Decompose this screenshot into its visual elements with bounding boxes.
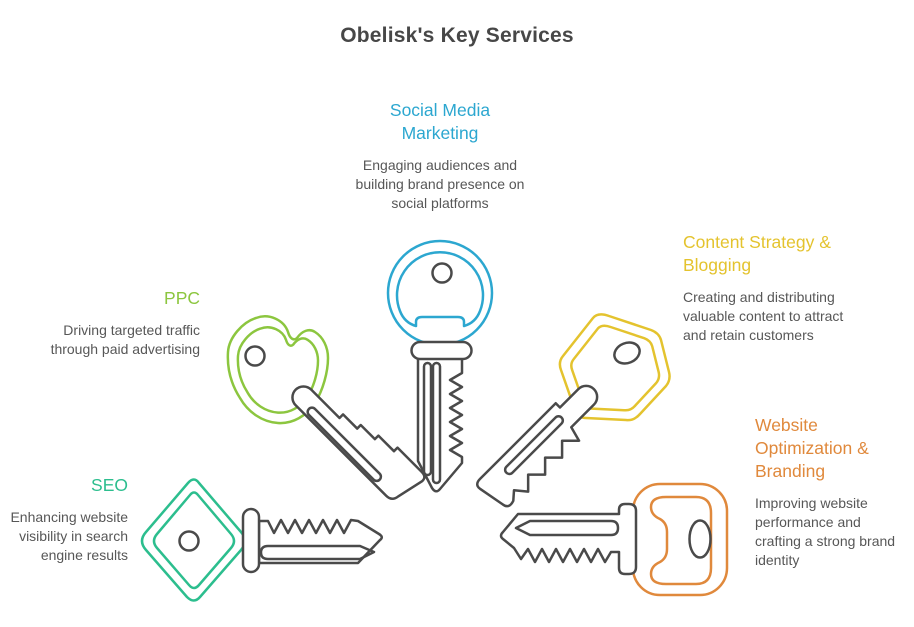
service-description: Creating and distributing valuable conte… [683,289,844,343]
service-description: Driving targeted traffic through paid ad… [50,322,200,357]
service-seo: SEO Enhancing website visibility in sear… [2,474,128,565]
key-hole [613,341,641,365]
key-icon-ppc [226,315,426,500]
key-head-inner [395,251,485,328]
service-ppc: PPC Driving targeted traffic through pai… [24,287,200,359]
service-description: Improving website performance and crafti… [755,495,896,568]
key-head [386,239,494,347]
key-shaft-slot [306,406,383,483]
key-shaft-slot [514,519,620,537]
service-description: Engaging audiences and building brand pr… [355,157,525,211]
key-shaft [499,502,638,576]
key-shaft [291,385,426,500]
key-shaft [475,384,599,508]
key-icon-content-strategy-blogging [475,313,671,508]
key-head [631,482,729,597]
service-label: Social Media Marketing [389,100,491,143]
service-website-optimization-branding: Website Optimization & Branding Improvin… [755,414,907,570]
key-shaft-groove [431,361,442,485]
key-icon-seo [140,478,383,602]
key-hole [688,519,712,559]
key-hole [178,530,200,552]
key-head-inner [649,495,713,586]
key-shaft-slot [259,544,376,561]
key-shaft [257,518,383,565]
key-hole [431,262,453,284]
service-social-media-marketing: Social Media Marketing Engaging audience… [352,99,528,213]
service-content-strategy-blogging: Content Strategy & Blogging Creating and… [683,231,859,345]
key-collar [241,507,261,574]
key-shaft-groove [422,361,433,477]
service-description: Enhancing website visibility in search e… [10,509,128,563]
service-label: Content Strategy & Blogging [683,232,831,275]
key-head-inner [152,491,236,590]
service-label: PPC [164,288,200,308]
key-head [226,315,330,425]
key-hole [244,345,266,367]
key-icon-website-optimization-branding [499,482,729,597]
service-label: Website Optimization & Branding [755,415,869,481]
key-collar [410,340,473,361]
page-title: Obelisk's Key Services [340,24,574,47]
key-shaft-slot [503,415,565,476]
key-head [140,478,247,602]
service-label: SEO [91,475,128,495]
key-icon-social-media-marketing [386,239,494,493]
key-head [558,313,671,422]
